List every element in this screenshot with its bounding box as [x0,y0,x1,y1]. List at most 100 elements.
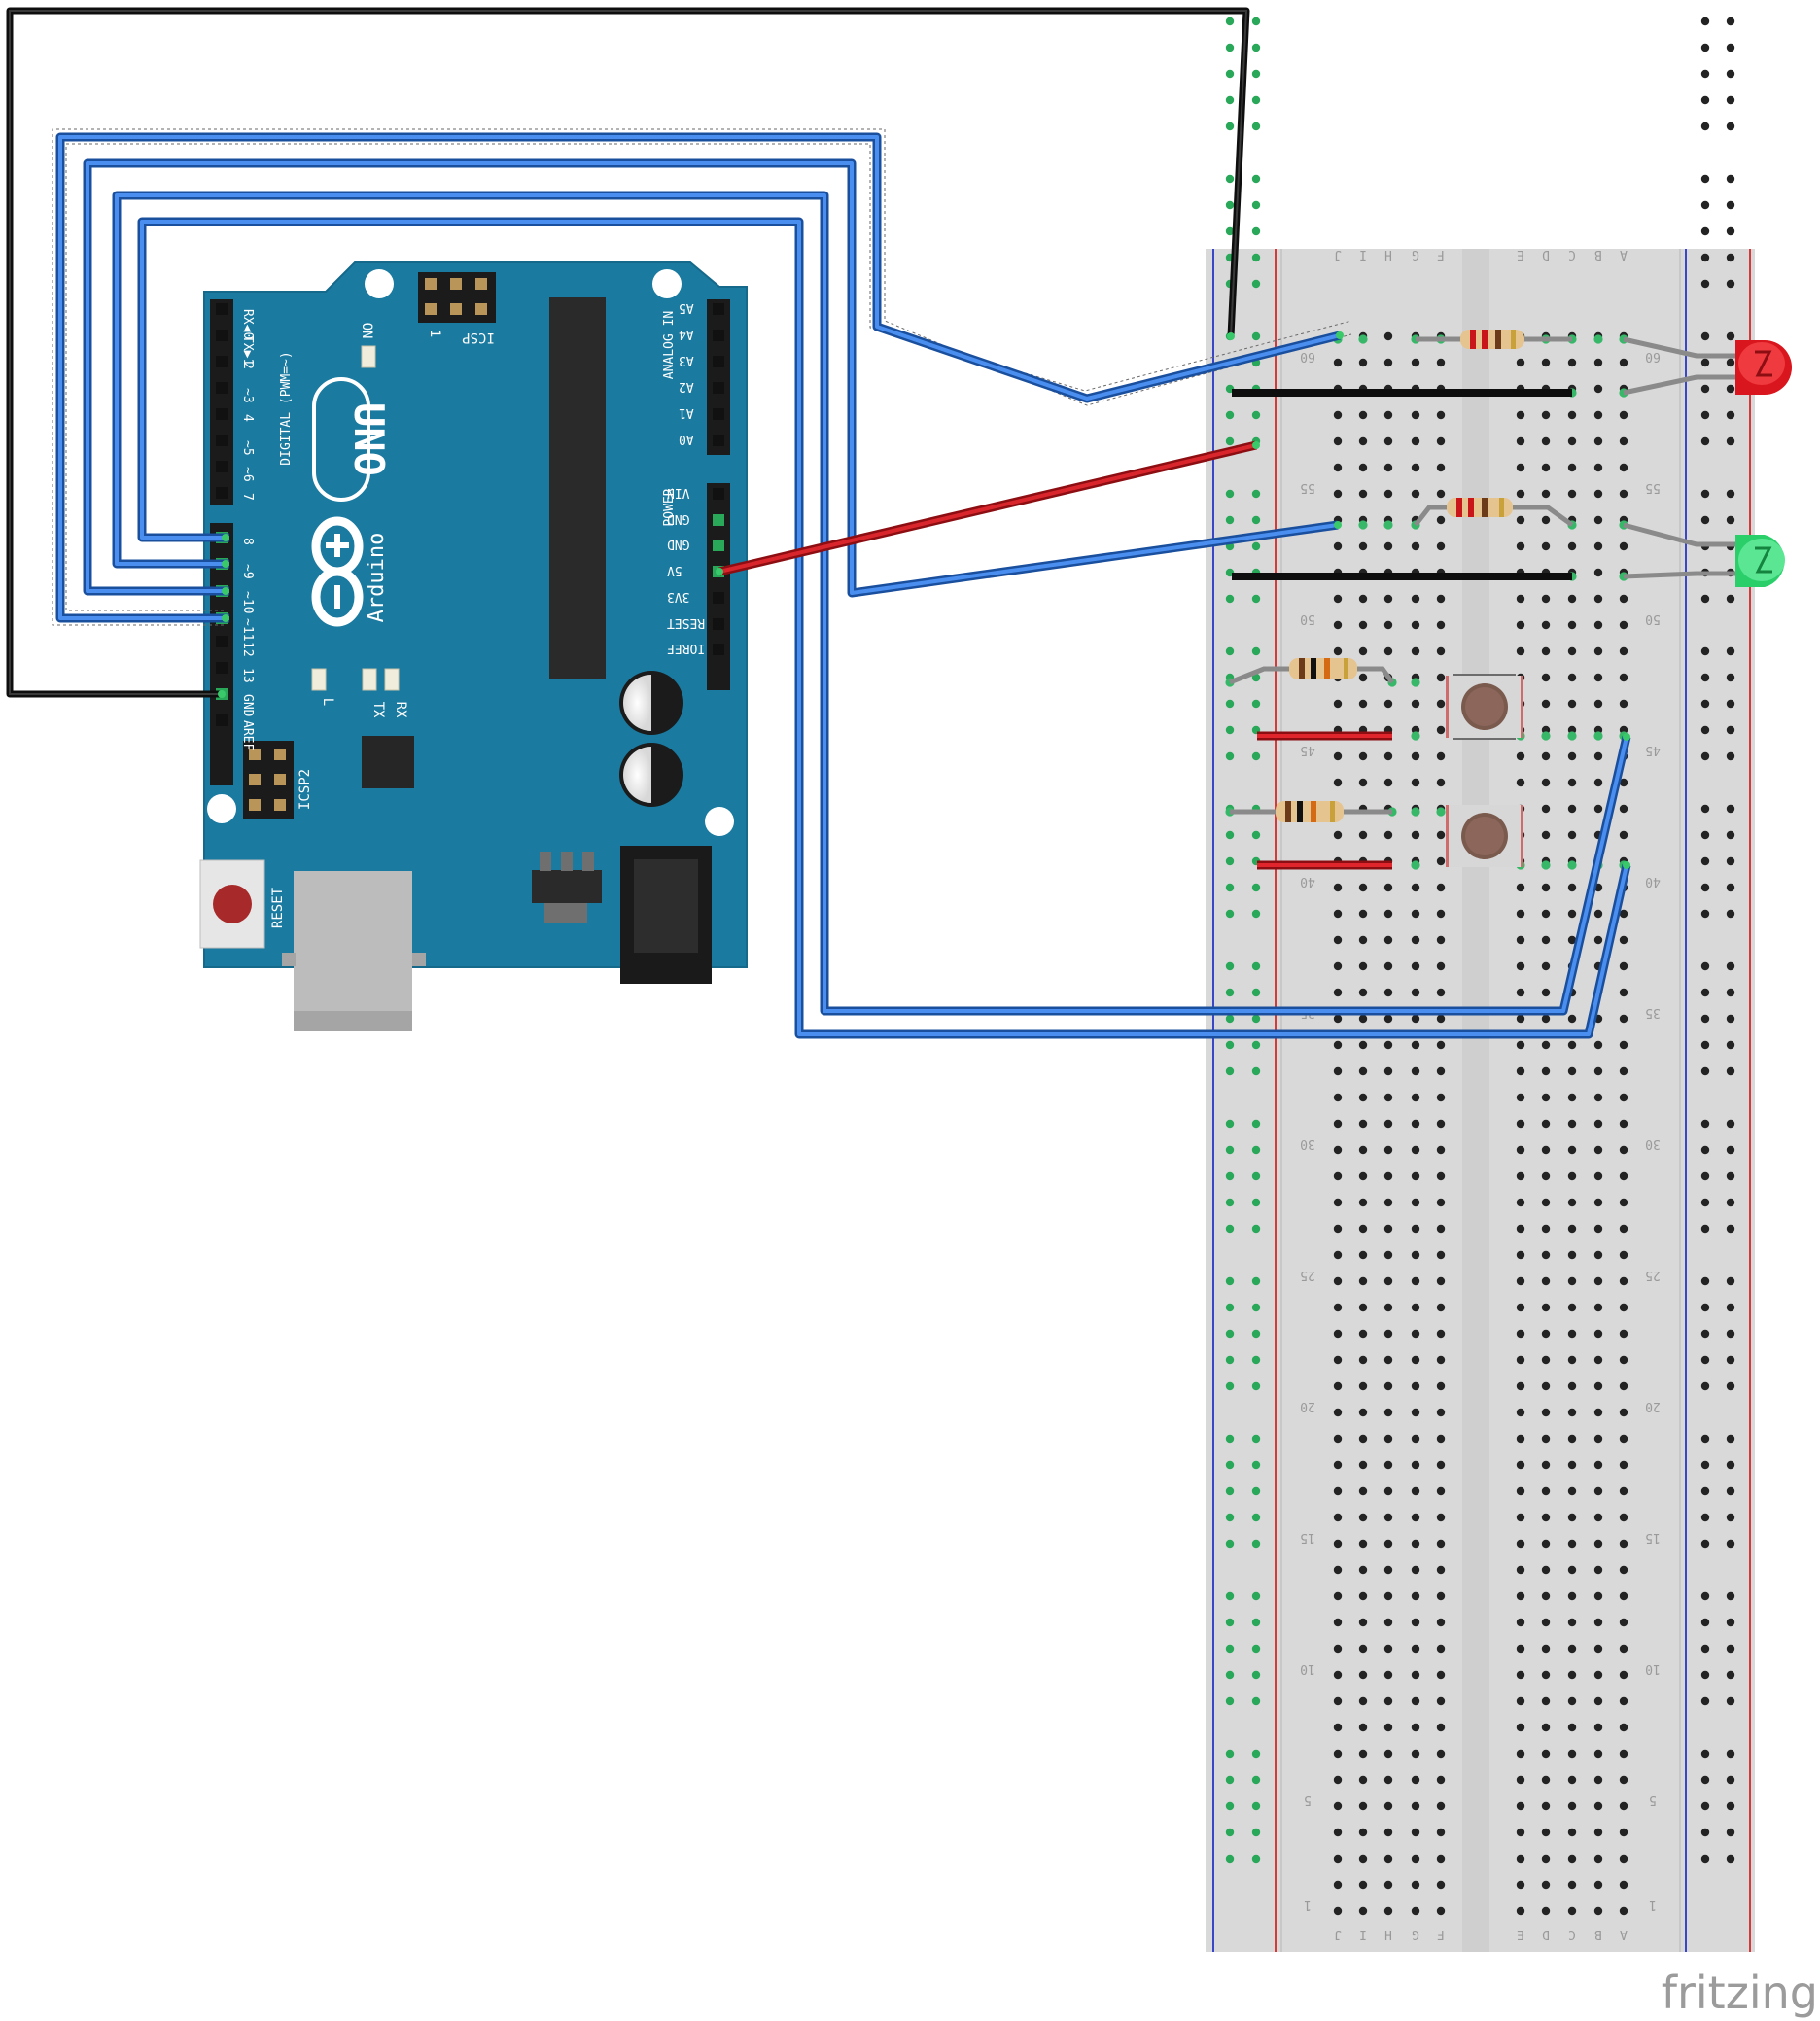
digital-pin[interactable] [216,662,228,674]
breadboard-hole [1619,1513,1628,1522]
breadboard-hole [1619,1093,1628,1102]
breadboard-hole [1436,489,1446,499]
breadboard-hole [1619,909,1628,919]
rail-hole [1700,489,1710,499]
breadboard-hole [1383,1224,1393,1234]
breadboard-hole [1516,1040,1525,1050]
usb-port[interactable] [294,871,412,1031]
rail-hole [1700,751,1710,761]
analog-pin[interactable] [713,435,724,446]
rail-hole [1726,358,1735,367]
fritzing-watermark: fritzing [1662,1967,1818,2019]
breadboard-hole [1411,1854,1420,1864]
resistor-3[interactable] [1229,658,1395,685]
column-letter: A [1620,1927,1628,1941]
breadboard-hole [1383,1093,1393,1102]
breadboard-hole [1383,909,1393,919]
breadboard-hole [1411,1434,1420,1444]
rail-hole [1225,1040,1235,1050]
breadboard-hole [1411,594,1420,604]
power-pin[interactable] [713,618,724,630]
column-letter: H [1384,247,1392,261]
digital-pin[interactable] [216,408,228,420]
breadboard-hole [1593,620,1603,630]
pushbutton-2[interactable] [1446,805,1523,867]
breadboard-hole [1411,988,1420,997]
power-pin[interactable] [713,540,724,551]
power-pin-label: 3V3 [667,589,689,604]
breadboard-hole [1436,358,1446,367]
breadboard-hole [1411,1644,1420,1654]
power-pin[interactable] [713,592,724,604]
analog-pin[interactable] [713,330,724,341]
breadboard-hole [1383,1460,1393,1470]
breadboard-hole [1411,1355,1420,1365]
breadboard-hole [1567,1539,1577,1549]
breadboard-hole [1593,1644,1603,1654]
rail-hole [1726,200,1735,210]
led-green[interactable] [1623,522,1785,587]
breadboard-hole [1436,1591,1446,1601]
breadboard-center-channel [1462,249,1489,1952]
analog-pin[interactable] [713,303,724,315]
digital-pin[interactable] [216,636,228,647]
breadboard-hole [1383,1198,1393,1207]
rail-hole [1251,541,1261,551]
analog-pin[interactable] [713,408,724,420]
resistor-1[interactable] [1416,330,1572,349]
breadboard-hole [1333,751,1343,761]
breadboard-hole [1516,751,1525,761]
reset-button-cap[interactable] [213,885,252,923]
digital-pin[interactable] [216,382,228,394]
rail-hole [1700,1749,1710,1759]
breadboard-hole [1541,1591,1551,1601]
breadboard-hole [1567,410,1577,420]
breadboard-hole [1516,1303,1525,1312]
connected-hole [1411,807,1420,817]
rail-hole [1225,1224,1235,1234]
breadboard-hole [1333,436,1343,446]
breadboard-hole [1619,1119,1628,1129]
digital-pin[interactable] [216,330,228,341]
breadboard-hole [1333,620,1343,630]
resistor-2[interactable] [1414,498,1574,528]
digital-pin[interactable] [216,356,228,367]
breadboard-hole [1333,1329,1343,1339]
digital-pin[interactable] [216,461,228,472]
digital-pin[interactable] [216,714,228,726]
analog-pin[interactable] [713,382,724,394]
mounting-hole [705,807,734,836]
rail-hole [1225,1014,1235,1024]
digital-pin[interactable] [216,487,228,499]
breadboard-hole [1411,1539,1420,1549]
breadboard-hole [1383,1565,1393,1575]
rail-hole [1700,358,1710,367]
led-red[interactable] [1623,336,1792,396]
rail-hole [1700,830,1710,840]
power-pin[interactable] [713,514,724,526]
breadboard-hole [1333,1775,1343,1785]
resistor-4[interactable] [1230,801,1392,822]
breadboard-hole [1436,1198,1446,1207]
analog-pin[interactable] [713,356,724,367]
rail-hole [1251,95,1261,105]
rail-hole [1700,1329,1710,1339]
rail-hole [1700,95,1710,105]
power-pin-label: IOREF [667,641,705,655]
power-pin[interactable] [713,644,724,655]
mounting-hole [652,269,682,298]
rail-hole [1700,1591,1710,1601]
breadboard-hole [1411,830,1420,840]
rail-hole [1700,17,1710,26]
digital-pin[interactable] [216,435,228,446]
row-number: 50 [1645,611,1661,626]
digital-pin[interactable] [216,303,228,315]
digital-pin-label: ~5 [240,440,255,456]
breadboard-hole [1541,1723,1551,1732]
pushbutton-1[interactable] [1446,674,1523,740]
digital-pin-label: 7 [240,493,255,501]
rail-hole [1726,856,1735,866]
breadboard-hole [1541,804,1551,814]
power-pin[interactable] [713,488,724,500]
rail-hole [1251,1329,1261,1339]
